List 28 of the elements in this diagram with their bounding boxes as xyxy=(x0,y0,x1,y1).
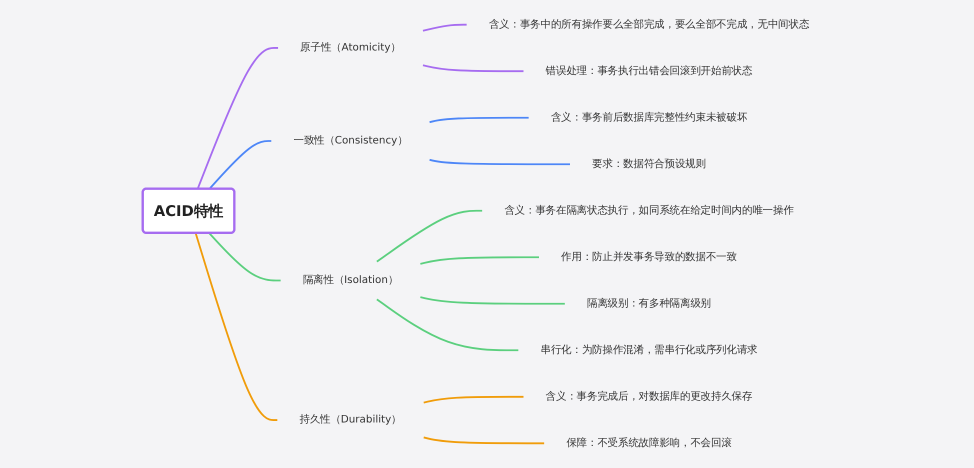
connector xyxy=(429,158,570,166)
node-text: 保障：不受系统故障影响，不会回滚 xyxy=(566,436,732,449)
node-text: 持久性（Durability） xyxy=(299,414,402,426)
connector xyxy=(194,232,278,421)
node-text: 原子性（Atomicity） xyxy=(300,42,401,54)
connector xyxy=(420,296,565,305)
node-text: 错误处理：事务执行出错会回滚到开始前状态 xyxy=(546,64,752,77)
node-text: 含义：事务在隔离状态执行，如同系统在给定时间内的唯一操作 xyxy=(504,204,794,216)
node-text: 作用：防止并发事务导致的数据不一致 xyxy=(561,250,737,263)
node-text: 含义：事务完成后，对数据库的更改持久保存 xyxy=(546,390,752,402)
node-text: 串行化：为防操作混淆，需串行化或序列化请求 xyxy=(540,344,758,356)
node-text: 含义：事务前后数据库完整性约束未被破坏 xyxy=(550,111,748,124)
connector xyxy=(420,256,539,265)
node-text: 含义：事务中的所有操作要么全部完成，要么全部不完成，无中间状态 xyxy=(488,18,810,30)
node-text: 一致性（Consistency） xyxy=(293,134,408,147)
connector xyxy=(208,232,281,282)
connector xyxy=(422,24,467,32)
connector xyxy=(376,210,482,262)
connector xyxy=(196,47,278,190)
connector xyxy=(424,436,544,444)
connector xyxy=(208,140,272,190)
connector xyxy=(424,396,524,404)
node-text: 隔离性（Isolation） xyxy=(302,274,398,286)
connector xyxy=(429,116,529,124)
connector xyxy=(376,298,518,352)
connector xyxy=(422,64,524,72)
node-text: 要求：数据符合预设规则 xyxy=(592,158,706,170)
node-text: 隔离级别：有多种隔离级别 xyxy=(586,297,711,310)
